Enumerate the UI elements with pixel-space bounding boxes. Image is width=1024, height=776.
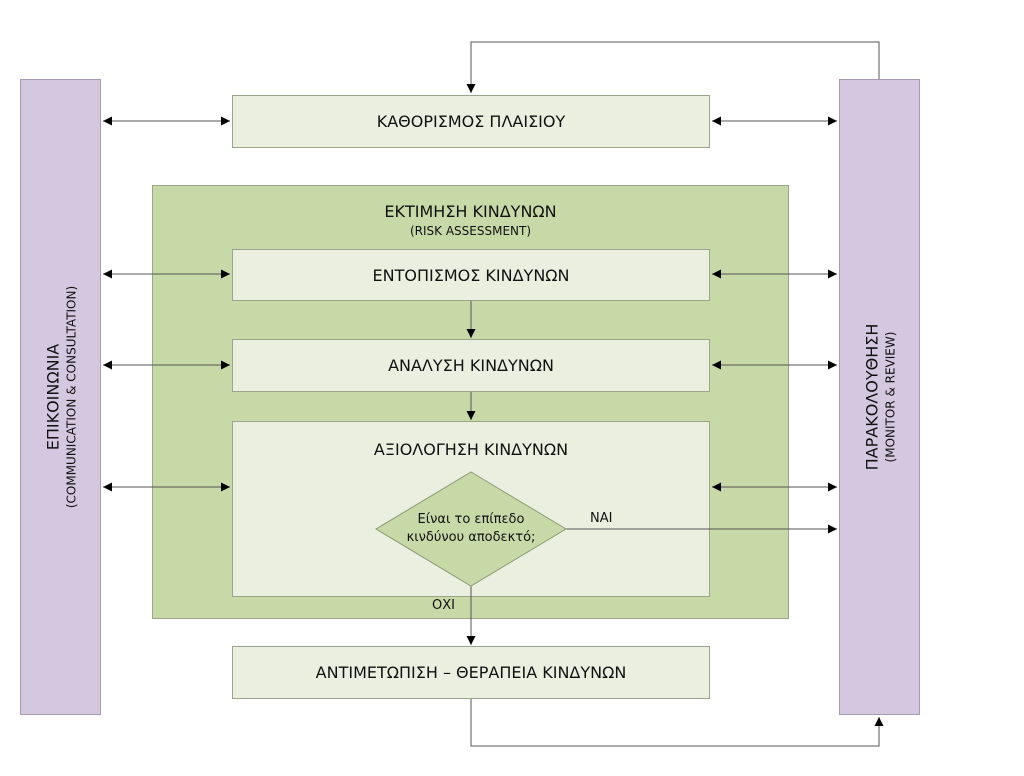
analysis-label: ΑΝΑΛΥΣΗ ΚΙΝΔΥΝΩΝ — [388, 356, 554, 375]
treatment-label: ΑΝΤΙΜΕΤΩΠΙΣΗ – ΘΕΡΑΠΕΙΑ ΚΙΝΔΥΝΩΝ — [315, 663, 627, 682]
context-box: ΚΑΘΟΡΙΣΜΟΣ ΠΛΑΙΣΙΟΥ — [232, 95, 710, 148]
yes-label: ΝΑΙ — [590, 511, 613, 526]
monitor-panel: ΠΑΡΑΚΟΛΟΥΘΗΣΗ (MONITOR & REVIEW) — [839, 79, 920, 715]
risk-assessment-subtitle: (RISK ASSESSMENT) — [409, 224, 532, 238]
decision-diamond — [375, 471, 567, 587]
evaluation-label: ΑΞΙΟΛΟΓΗΣΗ ΚΙΝΔΥΝΩΝ — [373, 440, 569, 459]
treatment-box: ΑΝΤΙΜΕΤΩΠΙΣΗ – ΘΕΡΑΠΕΙΑ ΚΙΝΔΥΝΩΝ — [232, 646, 710, 699]
risk-assessment-title: ΕΚΤΙΜΗΣΗ ΚΙΝΔΥΝΩΝ — [384, 202, 557, 221]
communication-panel: ΕΠΙΚΟΙΝΩΝΙΑ (COMMUNICATION & CONSULTATIO… — [20, 79, 101, 715]
feedback-monitor-context — [466, 41, 880, 93]
feedback-treatment-monitor — [470, 699, 884, 747]
identification-box: ΕΝΤΟΠΙΣΜΟΣ ΚΙΝΔΥΝΩΝ — [232, 249, 710, 301]
decision-text-line2: κινδύνου αποδεκτό; — [406, 530, 536, 545]
identification-label: ΕΝΤΟΠΙΣΜΟΣ ΚΙΝΔΥΝΩΝ — [372, 265, 570, 285]
no-label: ΟΧΙ — [432, 598, 455, 613]
decision-text-line1: Είναι το επίπεδο — [417, 512, 525, 527]
context-label: ΚΑΘΟΡΙΣΜΟΣ ΠΛΑΙΣΙΟΥ — [376, 112, 566, 131]
analysis-box: ΑΝΑΛΥΣΗ ΚΙΝΔΥΝΩΝ — [232, 339, 710, 392]
